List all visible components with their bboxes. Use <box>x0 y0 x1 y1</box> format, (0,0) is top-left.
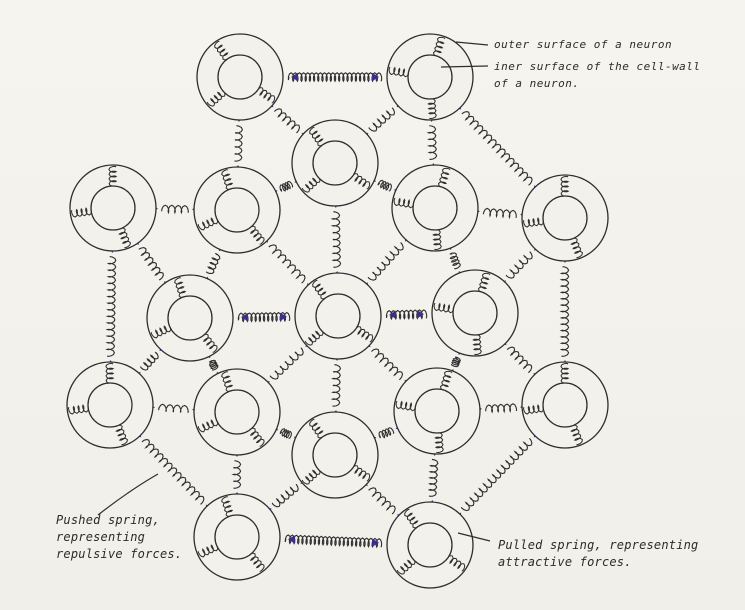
spring-n4-n9 <box>269 245 305 283</box>
spring-n13-n16 <box>272 484 298 507</box>
spring-n5-n9 <box>333 212 341 267</box>
label-outer-surface: outer surface of a neuron <box>494 36 672 53</box>
spring-n10-n14 <box>451 357 460 367</box>
pointer-outer-surface <box>456 42 488 45</box>
spring-n1-n4 <box>235 126 243 162</box>
label-pulled-line2: attractive forces. <box>498 554 698 571</box>
spring-n2-n6 <box>429 126 437 160</box>
neurons-layer <box>67 34 608 588</box>
spring-n6-n10 <box>450 253 461 269</box>
label-pulled-line1: Pulled spring, representing <box>498 537 698 554</box>
neuron-n5-inner-surface <box>313 141 357 185</box>
label-inner-surface-line2: of a neuron. <box>494 75 701 92</box>
label-outer-surface-text: outer surface of a neuron <box>494 36 672 53</box>
label-pushed-spring: Pushed spring, representing repulsive fo… <box>56 512 182 563</box>
pointer-pushed-spring <box>98 474 158 515</box>
spring-n7-n10 <box>506 252 532 279</box>
label-pulled-spring: Pulled spring, representing attractive f… <box>498 537 698 571</box>
neuron-n10-inner-surface <box>453 291 497 335</box>
spring-n12-n16 <box>233 461 240 489</box>
neuron-n15-inner-surface <box>543 383 587 427</box>
spring-n9-n14 <box>371 349 402 380</box>
spring-n15-n17 <box>461 438 532 510</box>
spring-n12-n13 <box>280 429 291 439</box>
spring-n10-n15 <box>507 347 532 372</box>
spring-n6-n7 <box>483 208 516 217</box>
neuron-n11-inner-surface <box>88 383 132 427</box>
spring-n13-n17 <box>369 488 396 514</box>
spring-n14-n15 <box>486 404 517 412</box>
spring-n5-n6 <box>378 180 392 191</box>
label-pushed-line3: repulsive forces. <box>56 546 182 563</box>
label-pushed-line1: Pushed spring, <box>56 512 182 529</box>
spring-n2-n7 <box>462 112 532 186</box>
neuron-n12-inner-surface <box>215 390 259 434</box>
neuron-n6-inner-surface <box>413 186 457 230</box>
label-inner-surface-line1: iner surface of the cell-wall <box>494 58 701 75</box>
spring-n3-n4 <box>162 205 189 213</box>
spring-n8-n12 <box>209 360 218 370</box>
neuron-n16-inner-surface <box>215 515 259 559</box>
label-pushed-line2: representing <box>56 529 182 546</box>
neuron-n14-inner-surface <box>415 389 459 433</box>
spring-n4-n8 <box>206 253 220 273</box>
spring-n14-n17 <box>429 459 438 496</box>
spring-n7-n15 <box>561 267 568 357</box>
neuron-n7-inner-surface <box>543 196 587 240</box>
spring-n8-n11 <box>141 352 159 370</box>
spring-n1-n5 <box>274 109 299 133</box>
neuron-n17-inner-surface <box>408 523 452 567</box>
spring-n11-n12 <box>159 404 189 413</box>
neuron-n4-inner-surface <box>215 188 259 232</box>
spring-n9-n13 <box>333 365 341 407</box>
label-inner-surface: iner surface of the cell-wall of a neuro… <box>494 58 701 92</box>
spring-n9-n12 <box>270 348 303 379</box>
neuron-n9-inner-surface <box>316 294 360 338</box>
neuron-n13-inner-surface <box>313 433 357 477</box>
spring-n16-n17 <box>285 535 381 547</box>
spring-n3-n8 <box>139 248 164 280</box>
spring-n2-n5 <box>369 108 395 132</box>
spring-n13-n14 <box>379 428 394 438</box>
neuron-n1-inner-surface <box>218 55 262 99</box>
spring-n4-n5 <box>280 182 293 192</box>
spring-n11-n16 <box>142 440 204 505</box>
neuron-n2-inner-surface <box>408 55 452 99</box>
spring-n1-n2 <box>288 73 381 81</box>
spring-n6-n9 <box>368 243 403 281</box>
neuron-n3-inner-surface <box>91 186 135 230</box>
neuron-n8-inner-surface <box>168 296 212 340</box>
spring-n3-n11 <box>107 257 116 357</box>
